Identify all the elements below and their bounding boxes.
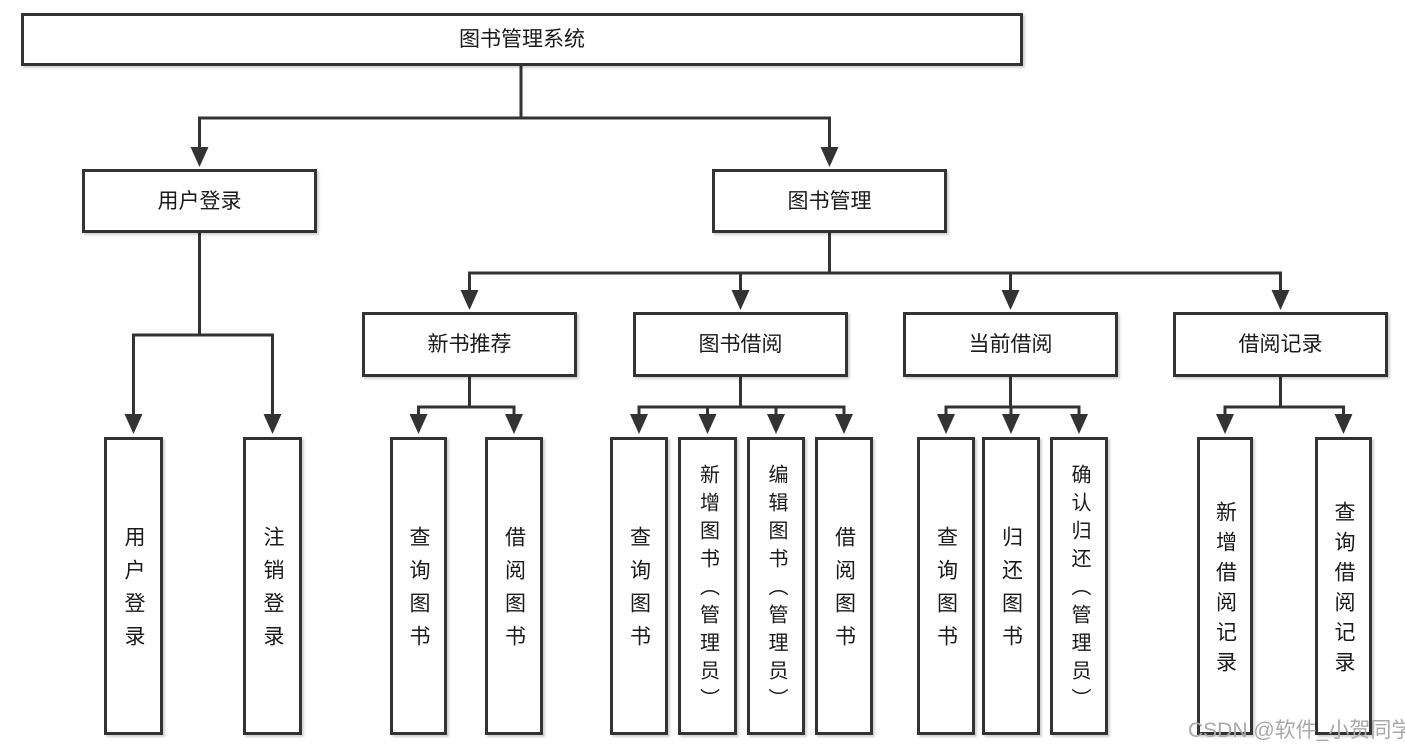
leaf-bb-borrow-books: 借阅图书 <box>815 437 873 735</box>
node-label: 归还图书 <box>999 526 1023 658</box>
leaf-nb-borrow-books: 借阅图书 <box>485 437 543 735</box>
leaf-cb-confirm-return-admin: 确认归还（管理员） <box>1050 437 1108 735</box>
node-current-borrow: 当前借阅 <box>903 312 1118 377</box>
node-label: 借阅图书 <box>832 526 856 658</box>
leaf-bb-add-books-admin: 新增图书（管理员） <box>678 437 737 735</box>
node-label: 新增借阅记录 <box>1213 500 1237 681</box>
node-label: 查询图书 <box>627 526 651 658</box>
node-label: 图书管理 <box>787 189 872 213</box>
leaf-br-add-record: 新增借阅记录 <box>1197 437 1253 735</box>
connector-new-book-branch <box>417 377 516 416</box>
node-label: 编辑图书（管理员） <box>765 464 787 716</box>
node-user-login: 用户登录 <box>82 169 317 233</box>
watermark-text: CSDN @软件_小贺同学 <box>1188 719 1405 742</box>
connector-borrow-records-branch <box>1223 377 1345 416</box>
leaf-cb-return-books: 归还图书 <box>982 437 1040 735</box>
connector-user-login-branch <box>132 233 274 416</box>
node-book-management: 图书管理 <box>712 169 947 233</box>
leaf-bb-edit-books-admin: 编辑图书（管理员） <box>747 437 805 735</box>
node-label: 图书管理系统 <box>459 28 585 51</box>
node-label: 借阅图书 <box>502 526 526 658</box>
connector-book-borrow-branch <box>637 377 846 416</box>
arrowheads <box>124 147 1353 434</box>
node-label: 确认归还（管理员） <box>1068 464 1090 716</box>
node-label: 查询借阅记录 <box>1332 500 1355 681</box>
connector-root-to-level1 <box>198 66 831 149</box>
leaf-cb-query-books: 查询图书 <box>917 437 975 735</box>
node-label: 新增图书（管理员） <box>696 464 719 716</box>
leaf-bb-query-books: 查询图书 <box>610 437 668 735</box>
node-library-management-system: 图书管理系统 <box>21 13 1023 66</box>
node-label: 当前借阅 <box>968 333 1053 356</box>
node-label: 用户登录 <box>157 189 242 213</box>
node-label: 用户登录 <box>122 526 145 658</box>
leaf-br-query-record: 查询借阅记录 <box>1315 437 1372 735</box>
node-label: 借阅记录 <box>1238 333 1323 356</box>
node-book-borrow: 图书借阅 <box>633 312 848 377</box>
connector-book-management-branch <box>468 233 1282 292</box>
node-label: 注销登录 <box>261 526 284 658</box>
leaf-logout: 注销登录 <box>243 437 302 735</box>
node-label: 查询图书 <box>934 526 958 658</box>
leaf-nb-query-books: 查询图书 <box>390 437 447 735</box>
node-label: 查询图书 <box>407 526 430 658</box>
node-label: 图书借阅 <box>698 333 783 356</box>
leaf-user-login: 用户登录 <box>104 437 163 735</box>
node-label: 新书推荐 <box>427 333 512 356</box>
node-new-book-recommend: 新书推荐 <box>362 312 577 377</box>
node-borrow-records: 借阅记录 <box>1173 312 1388 377</box>
connector-current-borrow-branch <box>944 377 1081 416</box>
